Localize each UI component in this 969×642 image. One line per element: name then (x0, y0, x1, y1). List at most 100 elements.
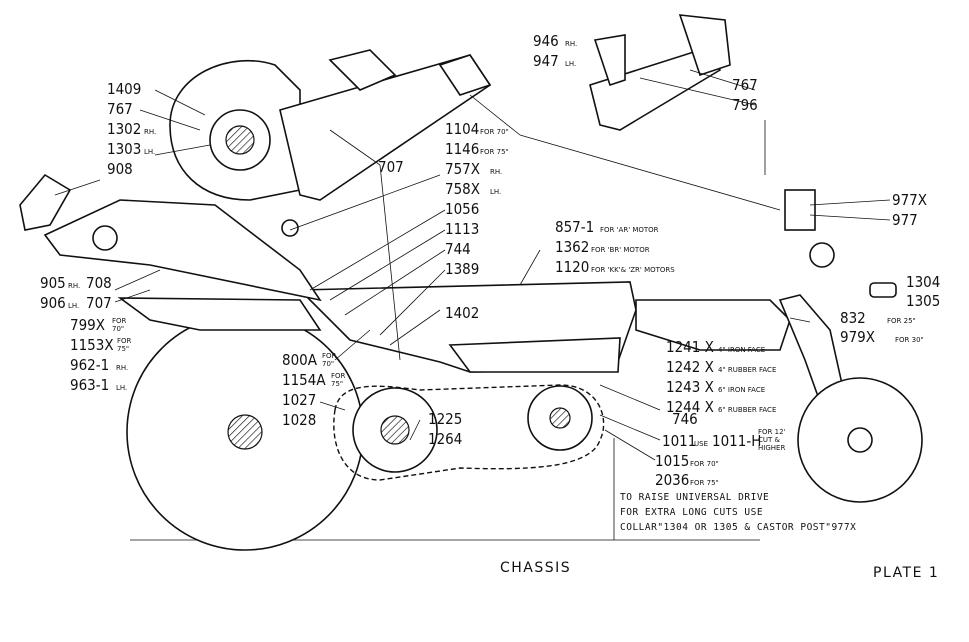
callout-908: 908 (107, 160, 133, 178)
rear-wheel (126, 313, 364, 551)
callout-758x-suffix: LH. (490, 188, 501, 196)
note-line-2: FOR EXTRA LONG CUTS USE (620, 507, 763, 518)
callout-1243x: 1243 X (666, 378, 714, 396)
callout-1011-note3: HIGHER (758, 444, 785, 452)
callout-1011: 1011 (662, 432, 696, 450)
callout-1153x: 1153X (70, 336, 114, 354)
callout-796: 796 (732, 96, 758, 114)
caster-fork (778, 189, 923, 503)
callout-799x: 799X (70, 316, 105, 334)
callout-1153x-for: FOR (117, 337, 132, 345)
callout-1303: 1303 (107, 140, 141, 158)
callout-757x-suffix: RH. (490, 168, 502, 176)
callout-1389: 1389 (445, 260, 479, 278)
callout-832: 832 (840, 309, 866, 327)
callout-832-suffix: FOR 25" (887, 317, 916, 325)
callout-1120-suffix: FOR 'KK'& 'ZR' MOTORS (591, 266, 675, 274)
callout-2036-suffix: FOR 75" (690, 479, 719, 487)
callout-857-1: 857-1 (555, 218, 594, 236)
callout-1104: 1104 (445, 120, 479, 138)
callout-1302-suffix: RH. (144, 128, 156, 136)
note-line-1: TO RAISE UNIVERSAL DRIVE (620, 492, 769, 503)
callout-758x: 758X (445, 180, 480, 198)
callout-906-suffix: LH. (68, 302, 79, 310)
callout-1241x: 1241 X (666, 338, 714, 356)
callout-800a: 800A (282, 351, 318, 369)
callout-963-1: 963-1 (70, 376, 109, 394)
callout-744: 744 (445, 240, 471, 258)
callout-1015: 1015 (655, 452, 689, 470)
callout-905: 905 (40, 274, 66, 292)
detail-inset (589, 14, 731, 131)
callout-1241x-suffix: 4" IRON FACE (718, 346, 765, 354)
callout-1302: 1302 (107, 120, 141, 138)
callout-1264: 1264 (428, 430, 462, 448)
note-line-3: COLLAR"1304 OR 1305 & CASTOR POST"977X (620, 522, 856, 533)
callout-2036: 2036 (655, 471, 689, 489)
callout-746: 746 (672, 410, 698, 428)
callout-1242x: 1242 X (666, 358, 714, 376)
callout-1146: 1146 (445, 140, 479, 158)
note-block: TO RAISE UNIVERSAL DRIVE FOR EXTRA LONG … (620, 492, 856, 533)
callout-1402: 1402 (445, 304, 479, 322)
callout-800a-for: FOR (322, 352, 337, 360)
callout-977: 977 (892, 211, 918, 229)
callout-947: 947 (533, 52, 559, 70)
plate-number: PLATE 1 (873, 565, 939, 581)
chassis-body (117, 281, 791, 373)
callout-1028: 1028 (282, 411, 316, 429)
callout-1305: 1305 (906, 292, 940, 310)
callout-1304: 1304 (906, 273, 940, 291)
callout-946-suffix: RH. (565, 40, 577, 48)
callout-979x-suffix: FOR 30" (895, 336, 924, 344)
lever-arm (19, 173, 322, 302)
callout-1244x-suffix: 6" RUBBER FACE (718, 406, 776, 414)
callout-947-suffix: LH. (565, 60, 576, 68)
callout-1244x: 1244 X (666, 398, 714, 416)
callout-1015-suffix: FOR 70" (690, 460, 719, 468)
callout-1409: 1409 (107, 80, 141, 98)
callout-1027: 1027 (282, 391, 316, 409)
callout-1011-h: 1011-H (712, 432, 761, 450)
callout-767: 767 (107, 100, 133, 118)
callout-977x: 977X (892, 191, 927, 209)
part-callouts: 946 RH. 947 LH. 767 796 1409 767 1302 RH… (40, 32, 940, 489)
callout-1243x-suffix: 6" IRON FACE (718, 386, 765, 394)
callout-1011-use: USE (694, 440, 708, 448)
callout-1154a-size: 75" (331, 380, 343, 388)
callout-1104-suffix: FOR 70" (480, 128, 509, 136)
callout-707: 707 (86, 294, 112, 312)
callout-1154a-for: FOR (331, 372, 346, 380)
callout-767-inset: 767 (732, 76, 758, 94)
callout-1362: 1362 (555, 238, 589, 256)
callout-1146-suffix: FOR 75" (480, 148, 509, 156)
callout-1154a: 1154A (282, 371, 326, 389)
callout-1242x-suffix: 4" RUBBER FACE (718, 366, 776, 374)
callout-1113: 1113 (445, 220, 479, 238)
callout-946: 946 (533, 32, 559, 50)
callout-708: 708 (86, 274, 112, 292)
callout-1225: 1225 (428, 410, 462, 428)
drawing-title: CHASSIS (500, 560, 571, 576)
callout-1011-note1: FOR 12' (758, 428, 786, 436)
callout-963-1-suffix: LH. (116, 384, 127, 392)
callout-1056: 1056 (445, 200, 479, 218)
callout-905-suffix: RH. (68, 282, 80, 290)
chain-drive (333, 384, 605, 481)
callout-1362-suffix: FOR 'BR' MOTOR (591, 246, 650, 254)
leader-lines (54, 69, 891, 461)
callout-1120: 1120 (555, 258, 589, 276)
callout-707-top: 707 (378, 158, 404, 176)
callout-757x: 757X (445, 160, 480, 178)
callout-906: 906 (40, 294, 66, 312)
callout-1153x-size: 75" (117, 345, 129, 353)
callout-962-1: 962-1 (70, 356, 109, 374)
callout-962-1-suffix: RH. (116, 364, 128, 372)
callout-799x-for: FOR (112, 317, 127, 325)
callout-1011-note2: CUT & (758, 436, 781, 444)
callout-857-1-suffix: FOR 'AR' MOTOR (600, 226, 659, 234)
callout-799x-size: 70" (112, 325, 124, 333)
motor-housing (169, 49, 492, 201)
